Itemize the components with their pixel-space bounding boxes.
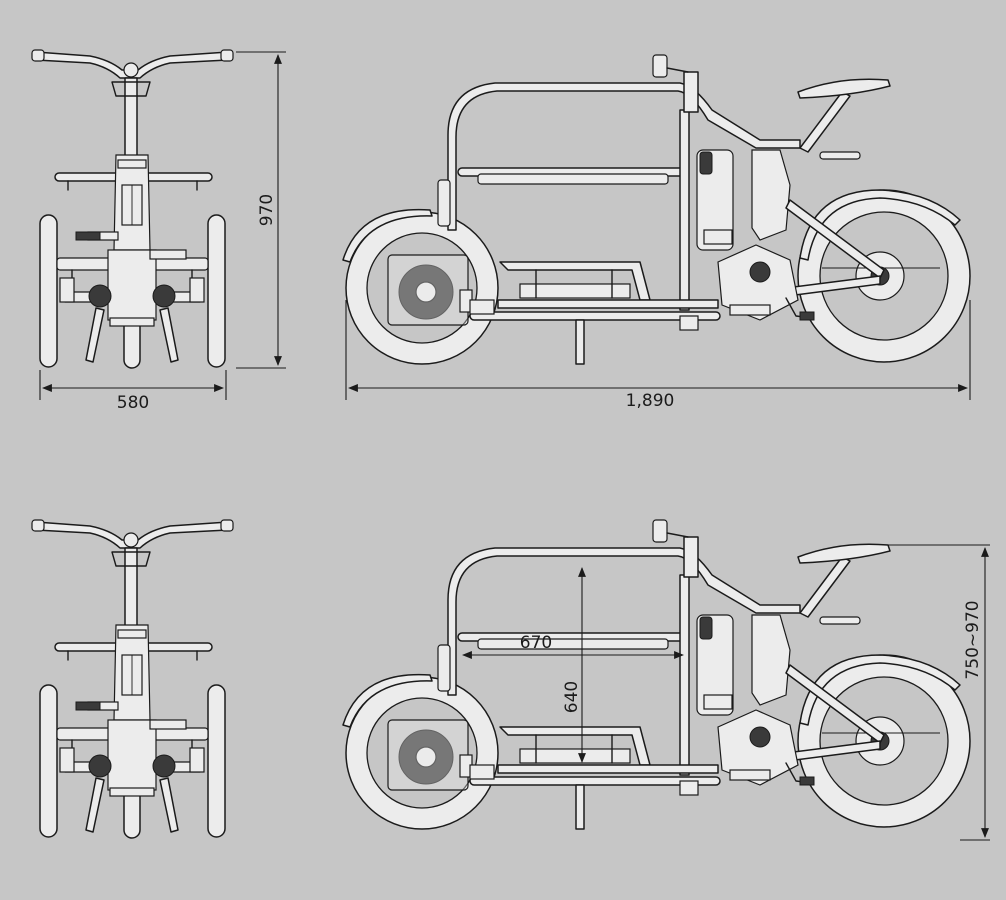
side-view-bike-bottom (342, 519, 971, 830)
dim-seat-height-label: 750~970 (963, 600, 983, 679)
dim-total-length: 1,890 (345, 300, 971, 411)
front-view-bike-top (31, 49, 234, 369)
dim-seat-height: 750~970 (888, 544, 990, 841)
dim-front-height-label: 970 (257, 194, 277, 226)
dim-total-length-label: 1,890 (626, 391, 675, 411)
dim-front-width: 580 (39, 370, 227, 413)
dim-front-width-label: 580 (117, 393, 149, 413)
front-view-bike-bottom (31, 519, 234, 839)
front-view-top (31, 49, 234, 369)
front-view-bottom (31, 519, 234, 839)
dim-cargo-height-label: 640 (562, 681, 582, 713)
side-view-top (342, 54, 971, 365)
dim-cargo-length-label: 670 (520, 633, 552, 653)
dim-front-height: 970 (236, 51, 286, 369)
side-view-bottom (342, 519, 971, 830)
dim-cargo-height: 640 (562, 567, 586, 763)
dim-cargo-length: 670 (462, 633, 684, 659)
side-view-bike-top (342, 54, 971, 365)
